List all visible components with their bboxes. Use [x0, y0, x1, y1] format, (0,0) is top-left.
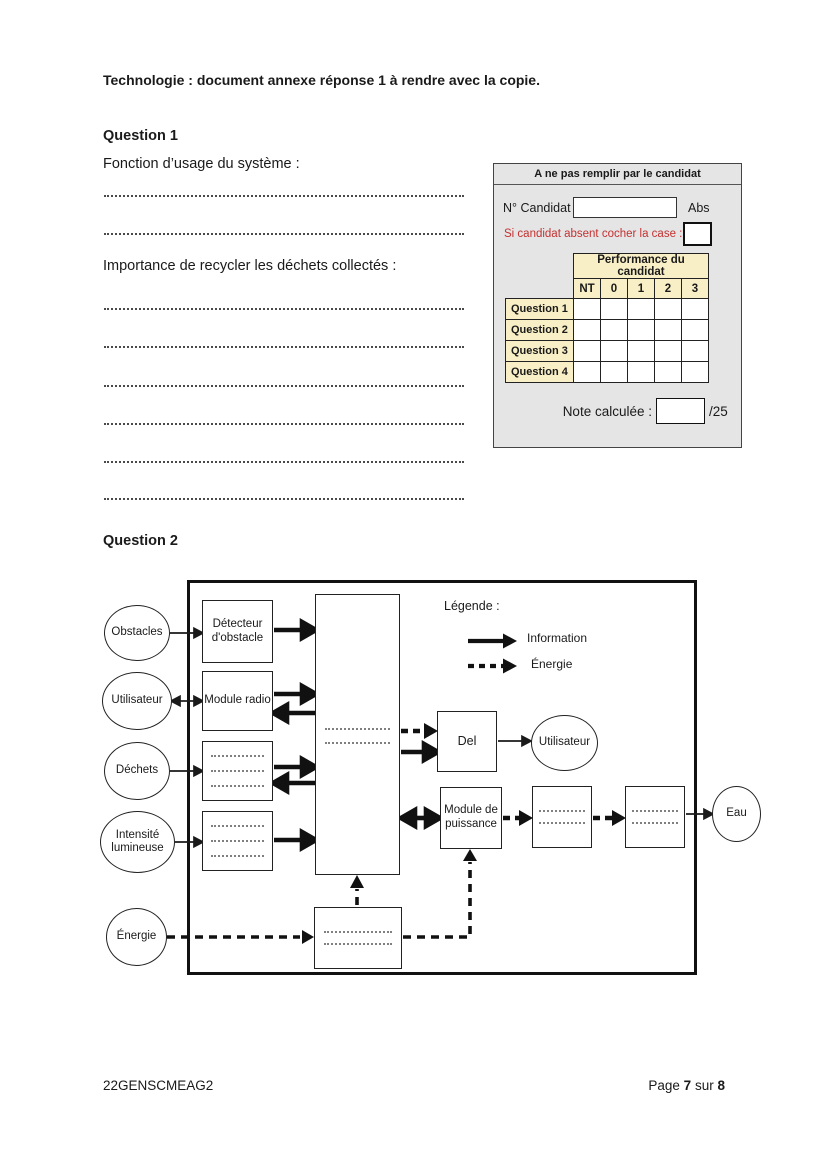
- col-header-2: 2: [654, 278, 682, 299]
- question1-heading: Question 1: [103, 128, 178, 144]
- score-cell: [654, 298, 682, 320]
- answer-line: [104, 498, 464, 500]
- footer-page-word: Page: [648, 1078, 680, 1093]
- score-cell: [600, 340, 628, 362]
- energie-label: Énergie: [116, 930, 157, 943]
- energie-arrow-icon: [468, 658, 517, 674]
- answer-line: [104, 233, 464, 235]
- eau-label: Eau: [726, 807, 747, 820]
- candidate-number-field: [573, 197, 677, 218]
- score-cell: [681, 340, 709, 362]
- module-radio-label: Module radio: [204, 694, 271, 707]
- intensite-lumineuse-ellipse: Intensité lumineuse: [100, 811, 175, 873]
- dechets-ellipse: Déchets: [104, 742, 170, 800]
- information-arrow-icon: [468, 633, 517, 649]
- score-cell: [600, 319, 628, 341]
- absent-notice: Si candidat absent cocher la case :: [504, 228, 683, 240]
- note-field: [656, 398, 705, 424]
- note-total: /25: [709, 404, 728, 419]
- score-cell: [627, 298, 655, 320]
- utilisateur-left-ellipse: Utilisateur: [102, 672, 172, 730]
- page-title: Technologie : document annexe réponse 1 …: [103, 72, 540, 88]
- col-header-nt: NT: [573, 278, 601, 299]
- score-cell: [681, 361, 709, 383]
- score-cell: [681, 298, 709, 320]
- score-cell: [654, 361, 682, 383]
- utilisateur-right-label: Utilisateur: [538, 736, 591, 749]
- score-cell: [573, 361, 601, 383]
- lumiere-function-box: [202, 811, 273, 871]
- col-header-1: 1: [627, 278, 655, 299]
- obstacles-label: Obstacles: [111, 626, 163, 639]
- score-cell: [573, 340, 601, 362]
- score-cell: [654, 340, 682, 362]
- intensite-lumineuse-label: Intensité lumineuse: [111, 828, 164, 854]
- utilisateur-right-ellipse: Utilisateur: [531, 715, 598, 771]
- footer-page-indicator: Page 7 sur 8: [0, 1078, 725, 1093]
- energie-ellipse: Énergie: [106, 908, 167, 966]
- del-box: Del: [437, 711, 497, 772]
- col-header-0: 0: [600, 278, 628, 299]
- footer-page-number: 7: [683, 1078, 692, 1093]
- answer-line: [104, 385, 464, 387]
- score-cell: [681, 319, 709, 341]
- grading-panel: A ne pas remplir par le candidat N° Cand…: [493, 163, 742, 448]
- del-label: Del: [457, 734, 477, 748]
- detecteur-obstacle-label: Détecteur d'obstacle: [211, 617, 264, 644]
- score-cell: [600, 298, 628, 320]
- legend-information-label: Information: [527, 631, 588, 645]
- score-cell: [573, 319, 601, 341]
- output-function-box-2: [625, 786, 685, 848]
- score-cell: [627, 319, 655, 341]
- dechets-label: Déchets: [115, 764, 159, 777]
- diagram-connectors: [167, 618, 715, 944]
- answer-line: [104, 308, 464, 310]
- score-cell: [600, 361, 628, 383]
- answer-line: [104, 346, 464, 348]
- row-label-question1: Question 1: [505, 298, 574, 320]
- central-processing-box: [315, 594, 400, 875]
- question2-heading: Question 2: [103, 533, 178, 549]
- module-puissance-box: Module de puissance: [440, 787, 502, 849]
- row-label-question4: Question 4: [505, 361, 574, 383]
- col-header-3: 3: [681, 278, 709, 299]
- candidate-number-label: N° Candidat :: [503, 201, 578, 215]
- utilisateur-left-label: Utilisateur: [111, 694, 163, 707]
- output-function-box-1: [532, 786, 592, 848]
- obstacles-ellipse: Obstacles: [104, 605, 170, 661]
- question1-prompt-recyclage: Importance de recycler les déchets colle…: [103, 258, 397, 274]
- legend-energy-label: Énergie: [531, 657, 573, 671]
- module-radio-box: Module radio: [202, 671, 273, 731]
- row-label-question2: Question 2: [505, 319, 574, 341]
- answer-line: [104, 423, 464, 425]
- footer-document-code: 22GENSCMEAG2: [103, 1078, 214, 1093]
- dechets-function-box: [202, 741, 273, 801]
- absent-checkbox: [683, 222, 712, 246]
- eau-ellipse: Eau: [712, 786, 761, 842]
- question1-prompt-usage: Fonction d’usage du système :: [103, 156, 300, 172]
- footer-page-sep: sur: [694, 1078, 714, 1093]
- grading-panel-header: A ne pas remplir par le candidat: [494, 164, 741, 185]
- note-label: Note calculée :: [562, 404, 652, 419]
- score-cell: [654, 319, 682, 341]
- answer-line: [104, 195, 464, 197]
- detecteur-obstacle-box: Détecteur d'obstacle: [202, 600, 273, 663]
- module-puissance-label: Module de puissance: [444, 804, 498, 830]
- legend-title: Légende :: [444, 599, 500, 613]
- score-cell: [627, 340, 655, 362]
- performance-table-title: Performance du candidat: [573, 253, 709, 279]
- row-label-question3: Question 3: [505, 340, 574, 362]
- answer-line: [104, 461, 464, 463]
- footer-page-total: 8: [717, 1078, 725, 1093]
- score-cell: [627, 361, 655, 383]
- abs-label: Abs: [688, 201, 710, 215]
- alimentation-box: [314, 907, 402, 969]
- performance-table: Performance du candidat NT 0 1 2 3 Quest…: [505, 253, 709, 383]
- score-cell: [573, 298, 601, 320]
